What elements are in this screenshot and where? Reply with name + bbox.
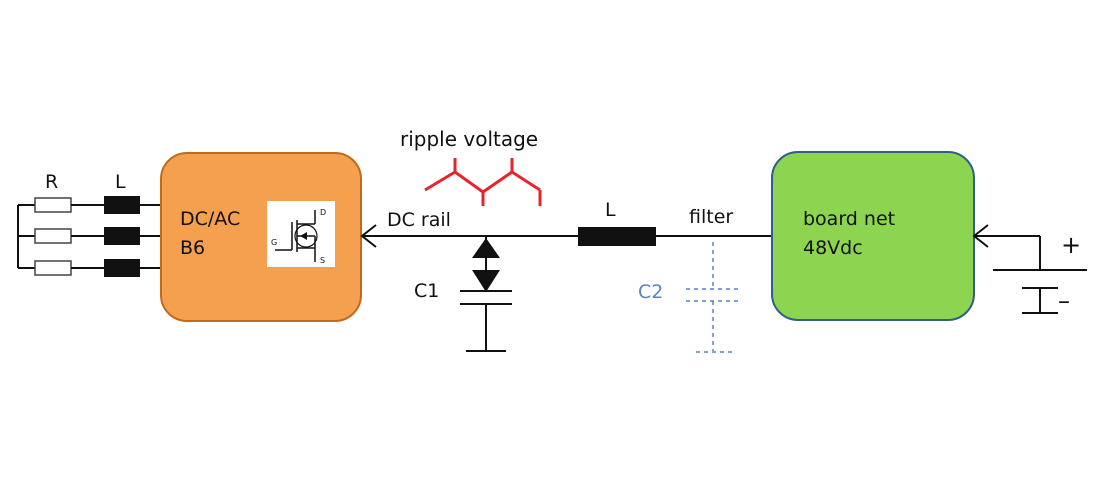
inverter-label-1: DC/AC	[180, 208, 240, 230]
capacitor-c2: C2	[638, 242, 740, 353]
plus-label: +	[1061, 231, 1081, 259]
arrow-down-icon	[472, 270, 500, 292]
board-net-block: board net 48Vdc	[771, 151, 975, 321]
filter-inductor: L filter	[578, 199, 772, 246]
arrow-left-icon	[360, 224, 377, 248]
inverter-block: DC/AC B6 G D S	[160, 152, 362, 322]
c1-label: C1	[414, 280, 439, 302]
capacitor-c1: C1	[414, 236, 512, 352]
battery-source: + –	[972, 224, 1087, 315]
load-branch-3	[18, 259, 162, 277]
minus-label: –	[1058, 287, 1070, 315]
load-network: R L	[17, 171, 162, 277]
resistor-2	[34, 228, 72, 244]
board-label-1: board net	[803, 208, 895, 230]
dc-rail: DC rail	[360, 209, 578, 248]
resistor-label: R	[45, 171, 58, 193]
dc-rail-label: DC rail	[387, 209, 451, 231]
inductor-1	[104, 196, 140, 214]
mosfet-drain-label: D	[320, 208, 326, 217]
ripple-voltage: ripple voltage	[400, 127, 542, 206]
inverter-label-2: B6	[180, 237, 205, 259]
ripple-waveform	[424, 170, 541, 194]
filter-label: filter	[689, 206, 733, 228]
mosfet-gate-label: G	[271, 238, 277, 247]
ripple-label: ripple voltage	[400, 127, 538, 151]
mosfet-icon: G D S	[267, 201, 335, 267]
resistor-3	[34, 260, 72, 276]
inductor-label: L	[115, 171, 126, 193]
c2-label: C2	[638, 281, 663, 303]
load-branch-2	[18, 227, 162, 245]
resistor-1	[34, 197, 72, 213]
inductor-2	[104, 227, 140, 245]
inductor-3	[104, 259, 140, 277]
board-label-2: 48Vdc	[803, 237, 863, 259]
filter-inductor-label: L	[605, 199, 616, 221]
load-branch-1	[18, 196, 162, 214]
arrow-left-icon	[972, 224, 989, 248]
arrow-up-icon	[472, 238, 500, 258]
mosfet-source-label: S	[320, 256, 325, 265]
